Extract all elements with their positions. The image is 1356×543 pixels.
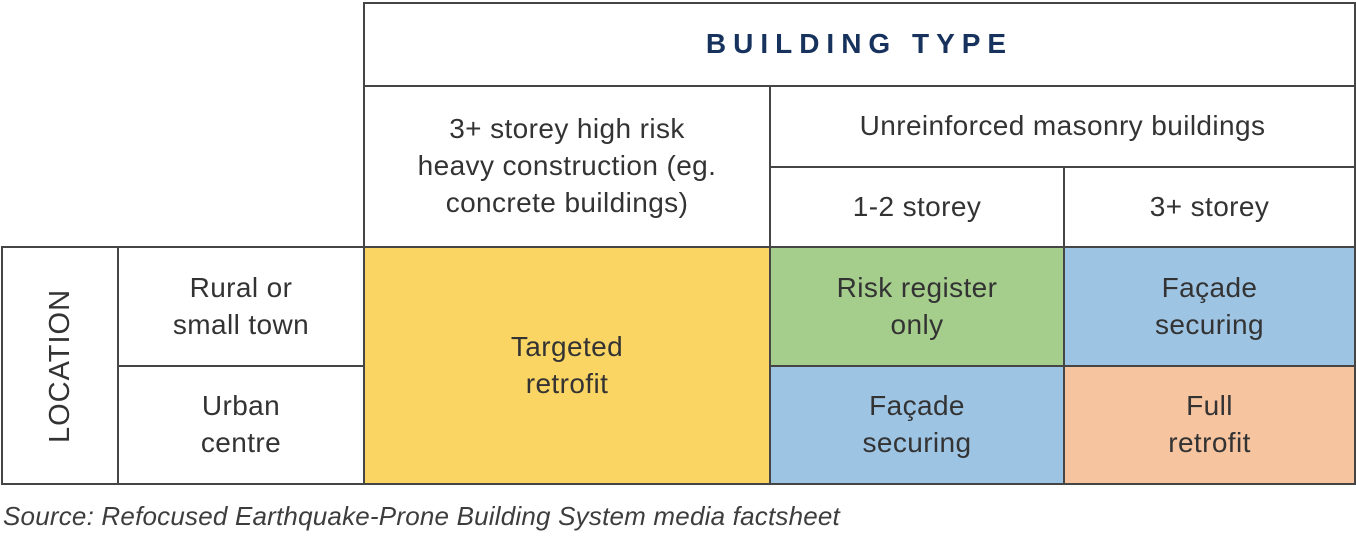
cell-facade-securing-rural: Façade securing xyxy=(1063,246,1356,367)
column-header-concrete-buildings: 3+ storey high risk heavy construction (… xyxy=(363,85,771,248)
row-header-urban-centre: Urban centre xyxy=(117,365,365,485)
source-note: Source: Refocused Earthquake-Prone Build… xyxy=(3,501,840,531)
cell-facade-securing-urban: Façade securing xyxy=(769,365,1065,485)
location-axis-header: LOCATION xyxy=(1,246,119,485)
empty-corner xyxy=(2,3,364,247)
row-header-rural-small-town: Rural or small town xyxy=(117,246,365,367)
column-header-masonry-3plus-storey: 3+ storey xyxy=(1063,166,1356,248)
building-type-axis-header: BUILDING TYPE xyxy=(363,2,1356,87)
building-type-location-matrix: BUILDING TYPE 3+ storey high risk heavy … xyxy=(1,2,1356,485)
cell-full-retrofit: Full retrofit xyxy=(1063,365,1356,485)
cell-targeted-retrofit: Targeted retrofit xyxy=(363,246,771,485)
cell-risk-register-only: Risk register only xyxy=(769,246,1065,367)
column-header-unreinforced-masonry: Unreinforced masonry buildings xyxy=(769,85,1356,168)
location-axis-label: LOCATION xyxy=(43,288,76,443)
column-header-masonry-1-2-storey: 1-2 storey xyxy=(769,166,1065,248)
